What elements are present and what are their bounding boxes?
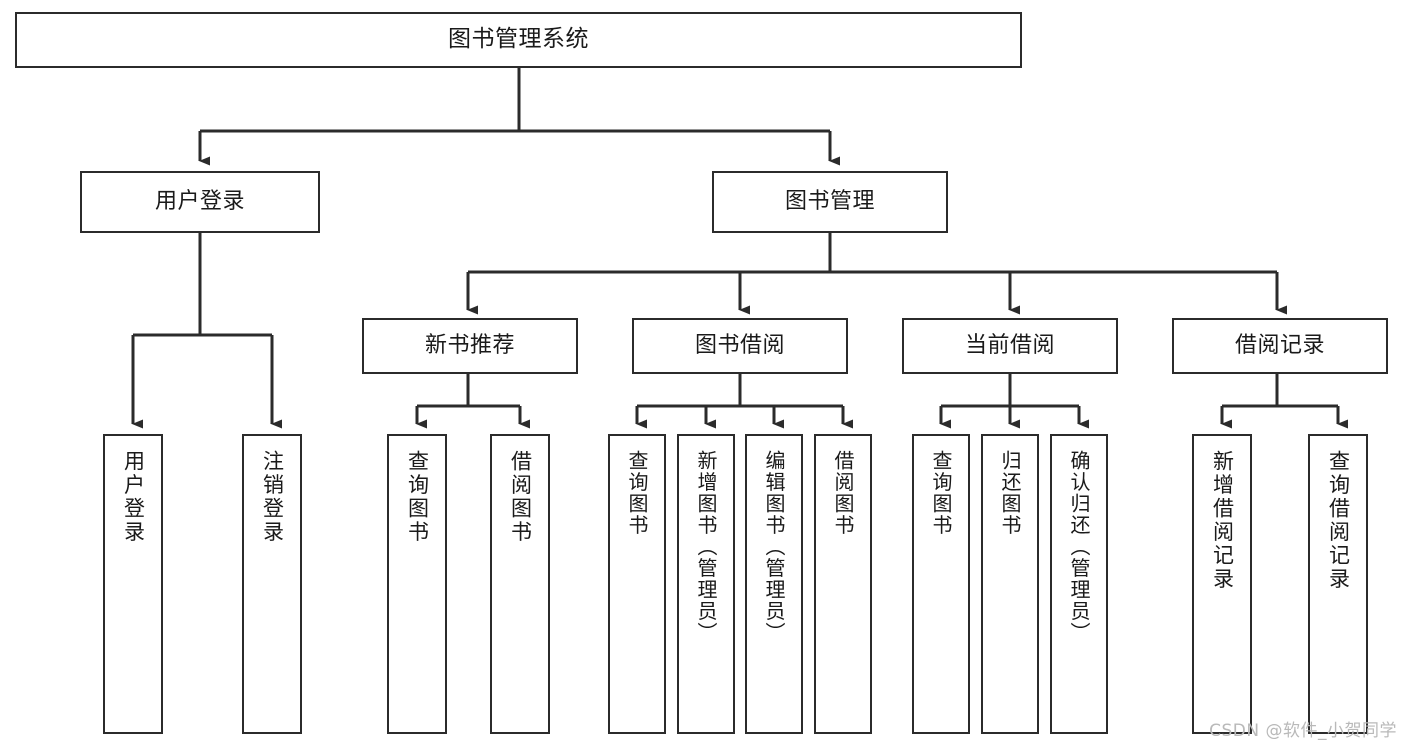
leaf-query-book-current[interactable]: 查询图书 bbox=[912, 434, 970, 734]
node-label: 图书管理 bbox=[784, 189, 875, 215]
node-label: 查询图书 bbox=[625, 450, 649, 536]
node-root-book-management-system[interactable]: 图书管理系统 bbox=[15, 12, 1022, 68]
node-current-borrow[interactable]: 当前借阅 bbox=[902, 318, 1118, 374]
node-label: 借阅图书 bbox=[508, 450, 533, 544]
node-label: 图书借阅 bbox=[694, 333, 785, 359]
leaf-borrow-book-borrow[interactable]: 借阅图书 bbox=[814, 434, 872, 734]
leaf-return-book[interactable]: 归还图书 bbox=[981, 434, 1039, 734]
node-borrow-record[interactable]: 借阅记录 bbox=[1172, 318, 1388, 374]
node-label: 新书推荐 bbox=[424, 333, 515, 359]
node-label: 注销登录 bbox=[260, 450, 285, 544]
leaf-logout-login[interactable]: 注销登录 bbox=[242, 434, 302, 734]
node-label: 编辑图书（管理员） bbox=[762, 450, 786, 644]
node-label: 确认归还（管理员） bbox=[1067, 450, 1091, 644]
node-book-borrow[interactable]: 图书借阅 bbox=[632, 318, 848, 374]
leaf-borrow-book-recommend[interactable]: 借阅图书 bbox=[490, 434, 550, 734]
node-label: 当前借阅 bbox=[964, 333, 1055, 359]
node-label: 借阅记录 bbox=[1234, 333, 1325, 359]
leaf-query-book-borrow[interactable]: 查询图书 bbox=[608, 434, 666, 734]
leaf-query-book-recommend[interactable]: 查询图书 bbox=[387, 434, 447, 734]
leaf-add-borrow-record[interactable]: 新增借阅记录 bbox=[1192, 434, 1252, 734]
node-label: 查询借阅记录 bbox=[1326, 450, 1351, 591]
node-label: 新增借阅记录 bbox=[1210, 450, 1235, 591]
leaf-confirm-return-admin[interactable]: 确认归还（管理员） bbox=[1050, 434, 1108, 734]
node-user-login[interactable]: 用户登录 bbox=[80, 171, 320, 233]
node-book-management[interactable]: 图书管理 bbox=[712, 171, 948, 233]
node-new-book-recommend[interactable]: 新书推荐 bbox=[362, 318, 578, 374]
node-label: 用户登录 bbox=[154, 189, 245, 215]
node-label: 图书管理系统 bbox=[448, 26, 589, 53]
leaf-query-borrow-record[interactable]: 查询借阅记录 bbox=[1308, 434, 1368, 734]
node-label: 查询图书 bbox=[405, 450, 430, 544]
node-label: 归还图书 bbox=[998, 450, 1022, 536]
node-label: 用户登录 bbox=[121, 450, 146, 544]
leaf-add-book-admin[interactable]: 新增图书（管理员） bbox=[677, 434, 735, 734]
leaf-edit-book-admin[interactable]: 编辑图书（管理员） bbox=[745, 434, 803, 734]
watermark-credit: CSDN @软件_小贺同学 bbox=[1209, 721, 1397, 741]
node-label: 新增图书（管理员） bbox=[694, 450, 718, 644]
leaf-user-login[interactable]: 用户登录 bbox=[103, 434, 163, 734]
node-label: 借阅图书 bbox=[831, 450, 855, 536]
node-label: 查询图书 bbox=[929, 450, 953, 536]
